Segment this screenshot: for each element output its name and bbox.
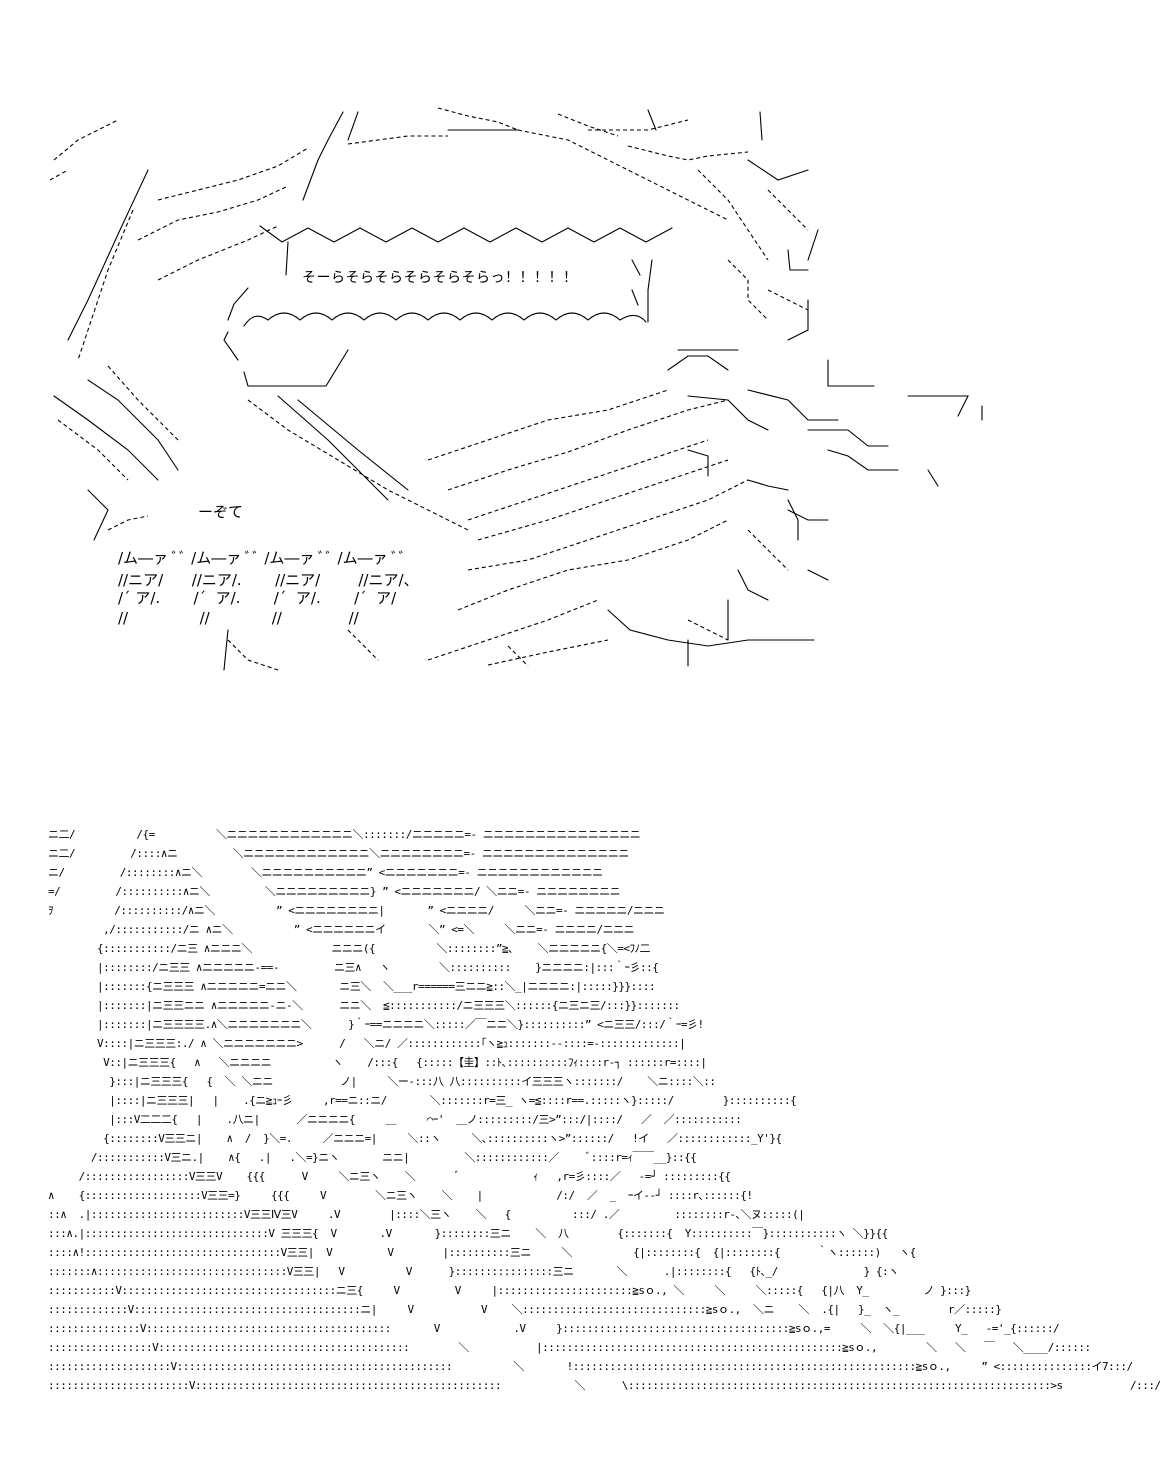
shout-balloon-text: そーらそらそらそらそらそらっ！！！！！	[302, 270, 578, 286]
ascii-row: ::∧ .|:::::::::::::::::::::::::V三三Ⅳ三V .V…	[48, 1208, 805, 1221]
ascii-row: ::::∧!::::::::::::::::::::::::::::::::V三…	[48, 1246, 916, 1259]
ascii-row: ニ二/ /{= ＼ニニニニニニニニニニニニ＼:::::::/ニニニニニ=- ニニ…	[48, 828, 641, 841]
ascii-row: :::::::::::::::::V::::::::::::::::::::::…	[48, 1341, 1091, 1354]
ascii-row: V::|ニ三三三{ ∧ ＼ニニニニ ヽ /:::{ {:::::【圭】::ﾄ､:…	[48, 1056, 707, 1069]
sound-effect-te: ーぞて	[198, 503, 244, 521]
ascii-row: {::::::::V三三ニ| ∧ / }＼=. ／ニニニ=| ＼::ヽ ＼､::…	[48, 1132, 782, 1145]
ascii-row: |:::V二二二{ | .八ニ| ／ニニニニ{ ＿ ⌒ｰ' ＿ノ::::::::…	[48, 1113, 742, 1126]
ascii-row: ニ二/ /::::∧ニ ＼ニニニニニニニニニニニニ＼ニニニニニニニニ=- ニニニ…	[48, 847, 629, 860]
ascii-row: =/ /::::::::::∧ニ＼ ＼ニニニニニニニニニ} ” <ニニニニニニニ…	[48, 885, 621, 898]
sound-effect-row: /ム―ァ ﾞﾞ /ム―ァ ﾞﾞ /ム―ァ ﾞﾞ /ム―ァ ﾞﾞ	[118, 549, 406, 567]
sound-effect-row: //ニア/ //ニア/. //ニア/ //ニア/、	[118, 571, 419, 589]
ascii-row: ｦ /::::::::::/∧ニ＼ ” <ニニニニニニニニ| ” <ニニニニ/ …	[48, 904, 665, 917]
ascii-row: ニ/ /::::::::∧ニ＼ ＼ニニニニニニニニニニ” <ニニニニニニニ=- …	[48, 866, 603, 879]
ascii-row: ∧ {:::::::::::::::::::V三三=} {{{ V ＼ニ三ヽ ＼…	[48, 1189, 753, 1202]
ascii-row: {:::::::::::/ニ三 ∧ニニニ＼ ニニニ({ ＼::::::::”≧､…	[48, 942, 651, 955]
sound-effect-row: /´ ア/. /´ ア/. /´ ア/. /´ ア/	[118, 589, 397, 607]
ascii-row: /:::::::::::::::::V三三V {{{ V ＼ニ三ヽ ＼ ﾞ ｨ …	[48, 1170, 731, 1183]
ascii-row: }:::|ニ三三三{ { ＼ ＼ニニ ノ| ＼ー‐:::八 八:::::::::…	[48, 1075, 716, 1088]
ascii-row: :::∧.|::::::::::::::::::::::::::::::V 三三…	[48, 1227, 888, 1240]
ascii-row: |:::::::|ニ三三三三.∧＼ニニニニニニニ＼ }｀ｰ==ニニニニ＼::::…	[48, 1018, 704, 1031]
ascii-row: |::::|ニ三三三| | .{ニ≧ｭｰ彡 ,r==ニ::ニ/ ＼:::::::…	[48, 1094, 797, 1107]
ascii-row: V::::|ニ三三三:./ ∧ ＼ニニニニニニニ> / ＼ニ/ ／:::::::…	[48, 1037, 686, 1050]
ascii-row: |:::::::|ニ三三ニニ ∧ニニニニニ-ニ-＼ ニニ＼ ≦:::::::::…	[48, 999, 680, 1012]
ascii-row: |:::::::{ニ三三三 ∧ニニニニニ=ニニ＼ ニ三＼ ＼___r======…	[48, 980, 656, 993]
ascii-row: ,/:::::::::::/ニ ∧ニ＼ ” <ニニニニニニイ ＼” <=＼ ＼ニ…	[48, 923, 635, 936]
sound-effect-row: // // // //	[118, 609, 359, 627]
top-ascii-linework	[49, 107, 983, 671]
ascii-row: :::::::∧:::::::::::::::::::::::::::::::V…	[48, 1265, 899, 1278]
bottom-ascii-art-panel: ニ二/ /{= ＼ニニニニニニニニニニニニ＼:::::::/ニニニニニ=- ニニ…	[48, 826, 1161, 1396]
ascii-row: ::::::::::::::::::::V:::::::::::::::::::…	[48, 1360, 1133, 1373]
ascii-row: :::::::::::V::::::::::::::::::::::::::::…	[48, 1284, 971, 1297]
top-ascii-art-panel: そーらそらそらそらそらそらっ！！！！！ ーぞて /ム―ァ ﾞﾞ /ム―ァ ﾞﾞ …	[48, 100, 1048, 675]
ascii-row: :::::::::::::V::::::::::::::::::::::::::…	[48, 1303, 1002, 1316]
ascii-row: :::::::::::::::::::::::V::::::::::::::::…	[48, 1379, 1161, 1392]
ascii-row: /:::::::::::V三ニ.| ∧{ .| .＼=}ニヽ ニニ| ＼::::…	[48, 1151, 697, 1164]
ascii-row: :::::::::::::::V::::::::::::::::::::::::…	[48, 1322, 1060, 1335]
ascii-row: |::::::::/ニ三三 ∧ニニニニニ-==- ニ三∧ ヽ ＼::::::::…	[48, 961, 659, 974]
